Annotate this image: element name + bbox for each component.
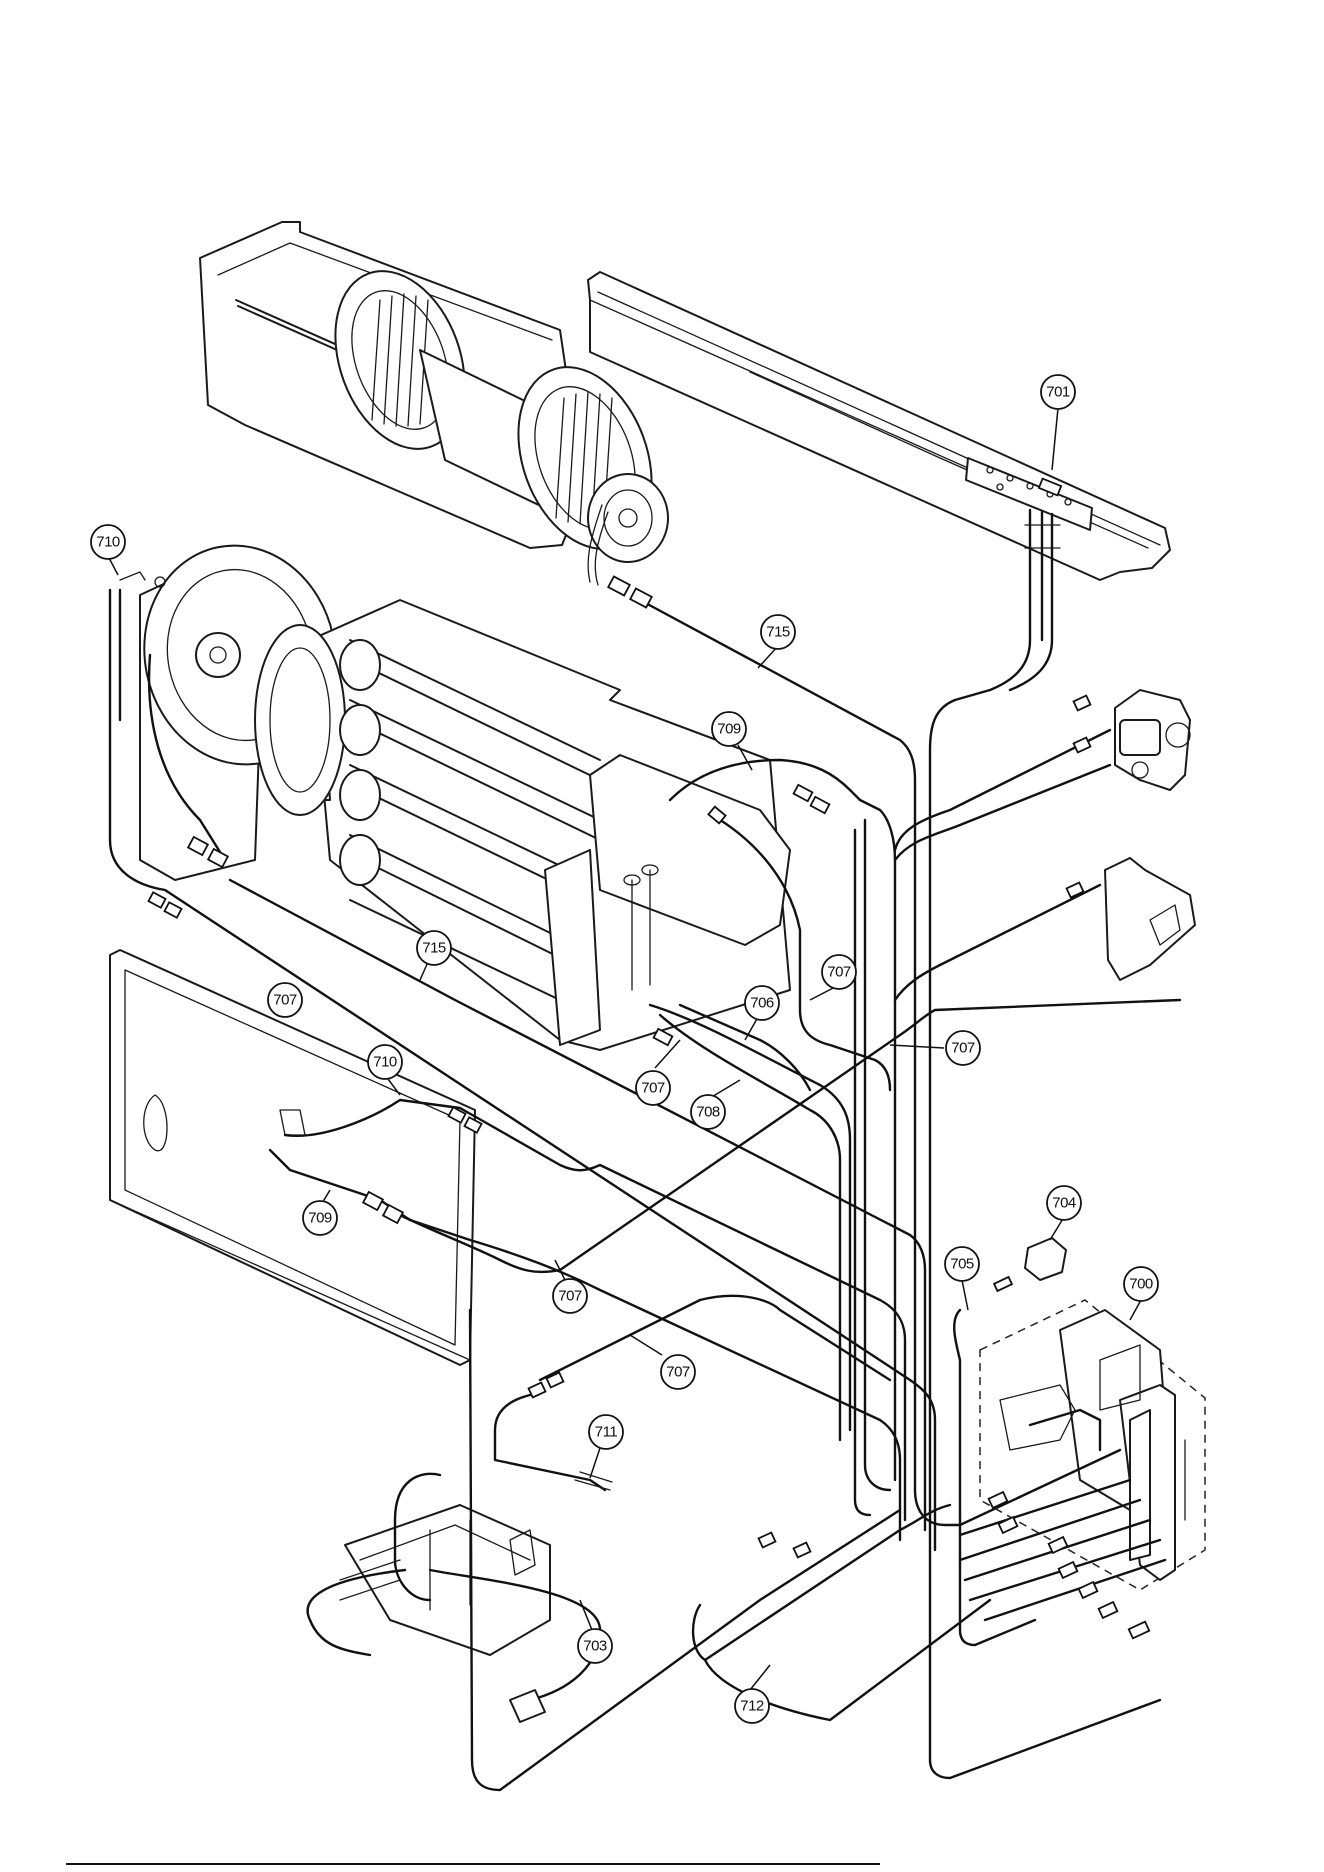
callout-712: 712 xyxy=(735,1689,769,1723)
svg-text:706: 706 xyxy=(750,995,774,1012)
gas-valve xyxy=(1115,690,1190,790)
svg-text:707: 707 xyxy=(558,1288,582,1305)
heat-exchanger xyxy=(255,600,790,1050)
callout-707: 707 xyxy=(946,1031,980,1065)
rollout-bracket xyxy=(1105,858,1195,980)
svg-text:715: 715 xyxy=(422,940,446,957)
svg-text:705: 705 xyxy=(950,1256,974,1273)
junction-box xyxy=(340,1505,550,1655)
callout-711: 711 xyxy=(589,1415,623,1449)
svg-text:707: 707 xyxy=(951,1040,975,1057)
control-panel-cover xyxy=(588,272,1170,580)
svg-text:708: 708 xyxy=(696,1104,720,1121)
svg-text:700: 700 xyxy=(1129,1276,1153,1293)
switch-component xyxy=(1025,1238,1066,1280)
callout-707: 707 xyxy=(636,1071,670,1105)
svg-text:707: 707 xyxy=(827,964,851,981)
svg-text:704: 704 xyxy=(1052,1195,1076,1212)
callout-710: 710 xyxy=(368,1045,402,1079)
svg-text:707: 707 xyxy=(666,1364,690,1381)
callout-703: 703 xyxy=(578,1629,612,1663)
svg-text:710: 710 xyxy=(373,1054,397,1071)
svg-text:707: 707 xyxy=(641,1080,665,1097)
callout-700: 700 xyxy=(1124,1267,1158,1301)
svg-text:715: 715 xyxy=(766,624,790,641)
svg-text:711: 711 xyxy=(595,1424,618,1441)
svg-text:707: 707 xyxy=(273,992,297,1009)
callout-707: 707 xyxy=(553,1279,587,1313)
integrated-control-enclosure xyxy=(980,1300,1205,1590)
svg-text:712: 712 xyxy=(740,1698,764,1715)
callout-707: 707 xyxy=(822,955,856,989)
callout-709: 709 xyxy=(303,1201,337,1235)
svg-text:701: 701 xyxy=(1046,384,1070,401)
callout-707: 707 xyxy=(268,983,302,1017)
callout-706: 706 xyxy=(745,986,779,1020)
callout-708: 708 xyxy=(691,1095,725,1129)
callout-701: 701 xyxy=(1041,375,1075,409)
callout-705: 705 xyxy=(945,1247,979,1281)
callout-704: 704 xyxy=(1047,1186,1081,1220)
callout-715: 715 xyxy=(761,615,795,649)
callout-709: 709 xyxy=(712,712,746,746)
svg-text:709: 709 xyxy=(308,1210,332,1227)
svg-text:709: 709 xyxy=(717,721,741,738)
callout-707: 707 xyxy=(661,1355,695,1389)
callout-710: 710 xyxy=(91,525,125,559)
callout-715: 715 xyxy=(417,931,451,965)
svg-text:703: 703 xyxy=(583,1638,607,1655)
svg-text:710: 710 xyxy=(96,534,120,551)
